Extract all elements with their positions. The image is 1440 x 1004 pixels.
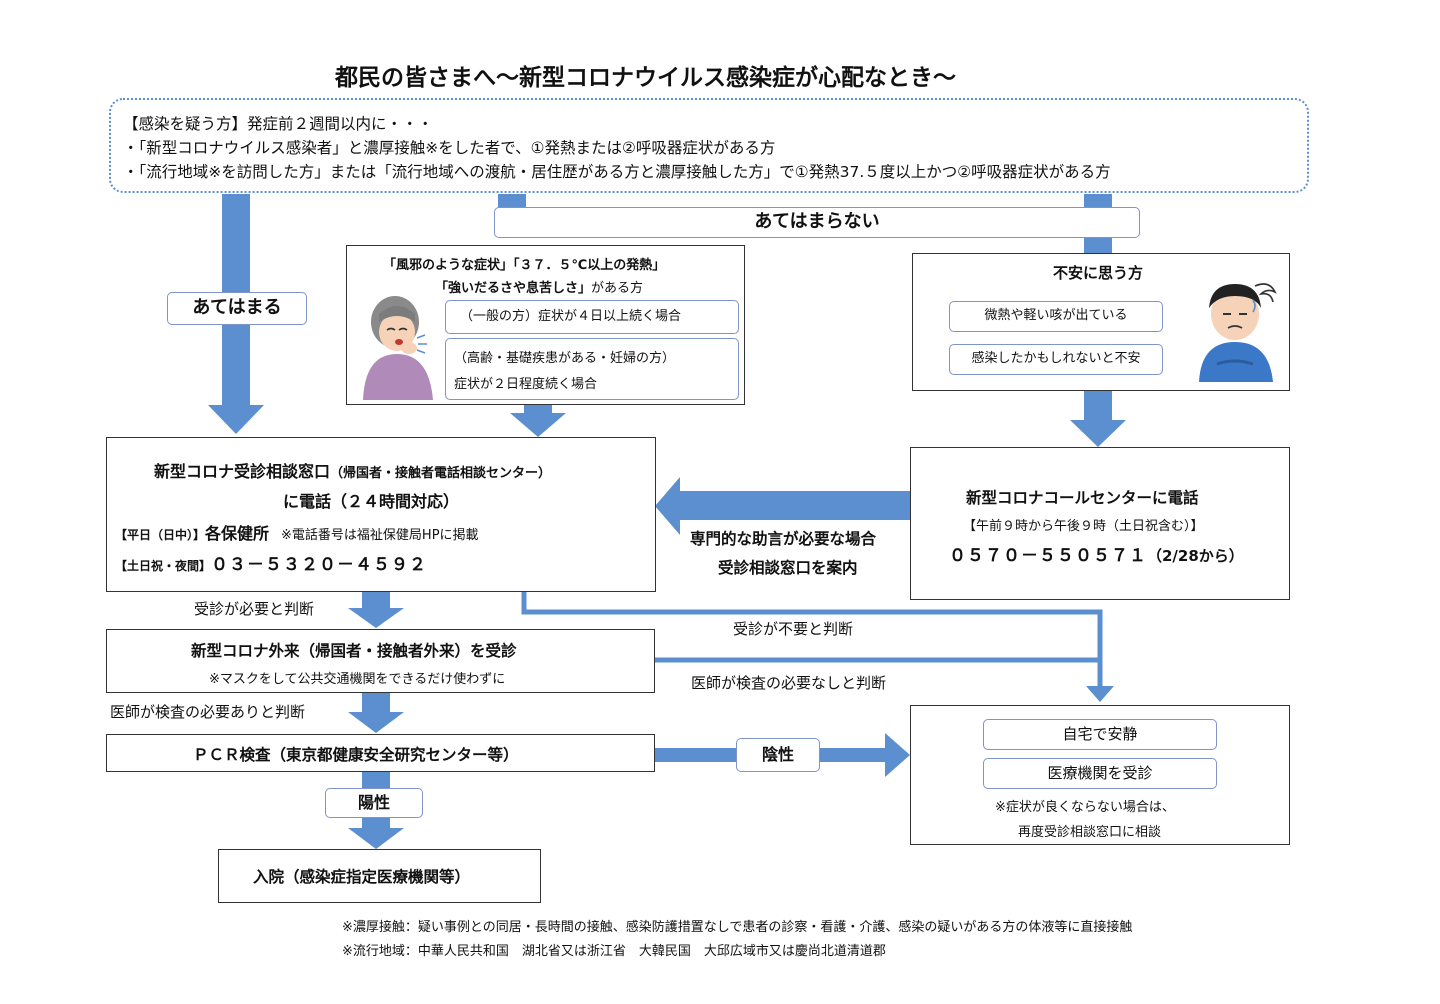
pcr-box: ＰＣＲ検査（東京都健康安全研究センター等） (106, 734, 655, 772)
callcenter-title: 新型コロナコールセンターに電話 (966, 489, 1199, 507)
symptoms-case-elderly: （高齢・基礎疾患がある・妊婦の方） 症状が２日程度続く場合 (445, 338, 739, 400)
symptoms-case-general: （一般の方）症状が４日以上続く場合 (445, 300, 739, 334)
page-title: 都民の皆さまへ～新型コロナウイルス感染症が心配なとき～ (335, 65, 956, 91)
not-applies-label: あてはまらない (494, 207, 1140, 238)
home-note-1: ※症状が良くならない場合は、 (995, 800, 1175, 815)
positive-label: 陽性 (325, 788, 423, 818)
outpatient-title: 新型コロナ外来（帰国者・接触者外来）を受診 (191, 642, 517, 660)
arrow-to-home (1086, 686, 1114, 702)
symptoms-line-1: 「風邪のような症状」「３７．５℃以上の発熱」 (383, 258, 666, 273)
symptoms-line-2-bold: 「強いだるさや息苦しさ」 (435, 281, 592, 296)
hospital-title: 入院（感染症指定医療機関等） (253, 868, 471, 886)
consult-weekday-label: 【平日（日中）】 (115, 528, 206, 542)
negative-label: 陰性 (736, 738, 820, 772)
line-no-visit (521, 591, 1103, 690)
home-item-clinic: 医療機関を受診 (983, 758, 1217, 789)
doctor-yes-label: 医師が検査の必要ありと判断 (110, 703, 306, 721)
criteria-line-2: ・「流行地域※を訪問した方」または「流行地域への渡航・居住歴がある方と濃厚接触し… (123, 163, 1111, 181)
criteria-heading: 【感染を疑う方】発症前２週間以内に・・・ (123, 115, 434, 133)
consult-line-1: 新型コロナ受診相談窓口（帰国者・接触者電話相談センター） (154, 458, 551, 482)
doctor-no-label: 医師が検査の必要なしと判断 (691, 674, 887, 692)
arrow-negative-head (885, 733, 910, 777)
consult-holiday-label: 【土日祝・夜間】 (115, 559, 212, 573)
need-visit-label: 受診が必要と判断 (194, 600, 315, 618)
home-note-2: 再度受診相談窓口に相談 (1018, 825, 1162, 840)
symptoms-case-elderly-line-2: 症状が２日程度続く場合 (454, 377, 598, 392)
no-visit-label: 受診が不要と判断 (733, 620, 854, 638)
arrow-not-applies-right-stem (1084, 194, 1112, 208)
consult-line-2: に電話（２４時間対応） (283, 492, 460, 511)
worried-man-icon (1199, 283, 1277, 382)
hospital-box: 入院（感染症指定医療機関等） (218, 849, 541, 903)
symptoms-panel: 「風邪のような症状」「３７．５℃以上の発熱」 「強いだるさや息苦しさ」がある方 … (346, 245, 745, 405)
symptoms-line-2-rest: がある方 (591, 281, 644, 296)
home-box: 自宅で安静 医療機関を受診 ※症状が良くならない場合は、 再度受診相談窓口に相談 (910, 705, 1290, 845)
consult-box: 新型コロナ受診相談窓口（帰国者・接触者電話相談センター） に電話（２４時間対応）… (106, 437, 656, 592)
anxious-title: 不安に思う方 (1053, 264, 1144, 282)
arrow-need-visit (348, 591, 404, 628)
callcenter-phone: ０５７０－５５０５７１ (949, 546, 1147, 566)
outpatient-note: ※マスクをして公共交通機関をできるだけ使わずに (209, 672, 506, 687)
arrow-anxious-callcenter (1070, 391, 1126, 447)
callcenter-hours: 【午前９時から午後９時（土日祝含む）】 (963, 519, 1204, 534)
symptoms-case-elderly-line-1: （高齢・基礎疾患がある・妊婦の方） (454, 351, 676, 366)
callcenter-box: 新型コロナコールセンターに電話 【午前９時から午後９時（土日祝含む）】 ０５７０… (910, 447, 1290, 600)
expert-line-1: 専門的な助言が必要な場合 (690, 530, 877, 548)
criteria-line-1: ・「新型コロナウイルス感染者」と濃厚接触※をした者で、①発熱または②呼吸器症状が… (123, 139, 776, 157)
callcenter-phone-line: ０５７０－５５０５７１（2/28から） (949, 541, 1244, 566)
consult-title: 新型コロナ受診相談窓口 (154, 462, 331, 481)
symptoms-line-2: 「強いだるさや息苦しさ」がある方 (435, 277, 643, 296)
expert-line-2: 受診相談窓口を案内 (718, 559, 858, 577)
anxious-item-2: 感染したかもしれないと不安 (949, 344, 1163, 375)
coughing-elder-icon (363, 296, 433, 400)
arrow-doctor-yes (348, 693, 404, 733)
home-item-rest: 自宅で安静 (983, 719, 1217, 750)
arrow-callcenter-consult (655, 477, 910, 535)
anxious-item-1: 微熱や軽い咳が出ている (949, 301, 1163, 332)
consult-weekday: 【平日（日中）】各保健所 ※電話番号は福祉保健局HPに掲載 (115, 520, 479, 544)
arrow-not-applies-down (1084, 237, 1112, 253)
outpatient-box: 新型コロナ外来（帰国者・接触者外来）を受診 ※マスクをして公共交通機関をできるだ… (106, 629, 655, 693)
footnote-epidemic-area: ※流行地域：中華人民共和国 湖北省又は浙江省 大韓民国 大邱広域市又は慶尚北道清… (342, 944, 886, 959)
consult-holiday: 【土日祝・夜間】０３－５３２０－４５９２ (115, 550, 427, 575)
anxious-panel: 不安に思う方 微熱や軽い咳が出ている 感染したかもしれないと不安 (912, 253, 1290, 391)
callcenter-from: （2/28から） (1147, 547, 1244, 565)
criteria-box: 【感染を疑う方】発症前２週間以内に・・・ ・「新型コロナウイルス感染者」と濃厚接… (109, 98, 1309, 193)
pcr-title: ＰＣＲ検査（東京都健康安全研究センター等） (193, 746, 519, 764)
consult-weekday-note: ※電話番号は福祉保健局HPに掲載 (281, 528, 479, 543)
consult-subtitle: （帰国者・接触者電話相談センター） (330, 466, 552, 481)
applies-label: あてはまる (167, 292, 307, 325)
arrow-not-applies-left-stem (498, 194, 526, 208)
arrow-symptoms-consult (510, 405, 566, 437)
consult-weekday-value: 各保健所 (205, 524, 270, 543)
consult-holiday-phone: ０３－５３２０－４５９２ (211, 555, 428, 575)
footnote-close-contact: ※濃厚接触：疑い事例との同居・長時間の接触、感染防護措置なしで患者の診察・看護・… (342, 920, 1133, 935)
